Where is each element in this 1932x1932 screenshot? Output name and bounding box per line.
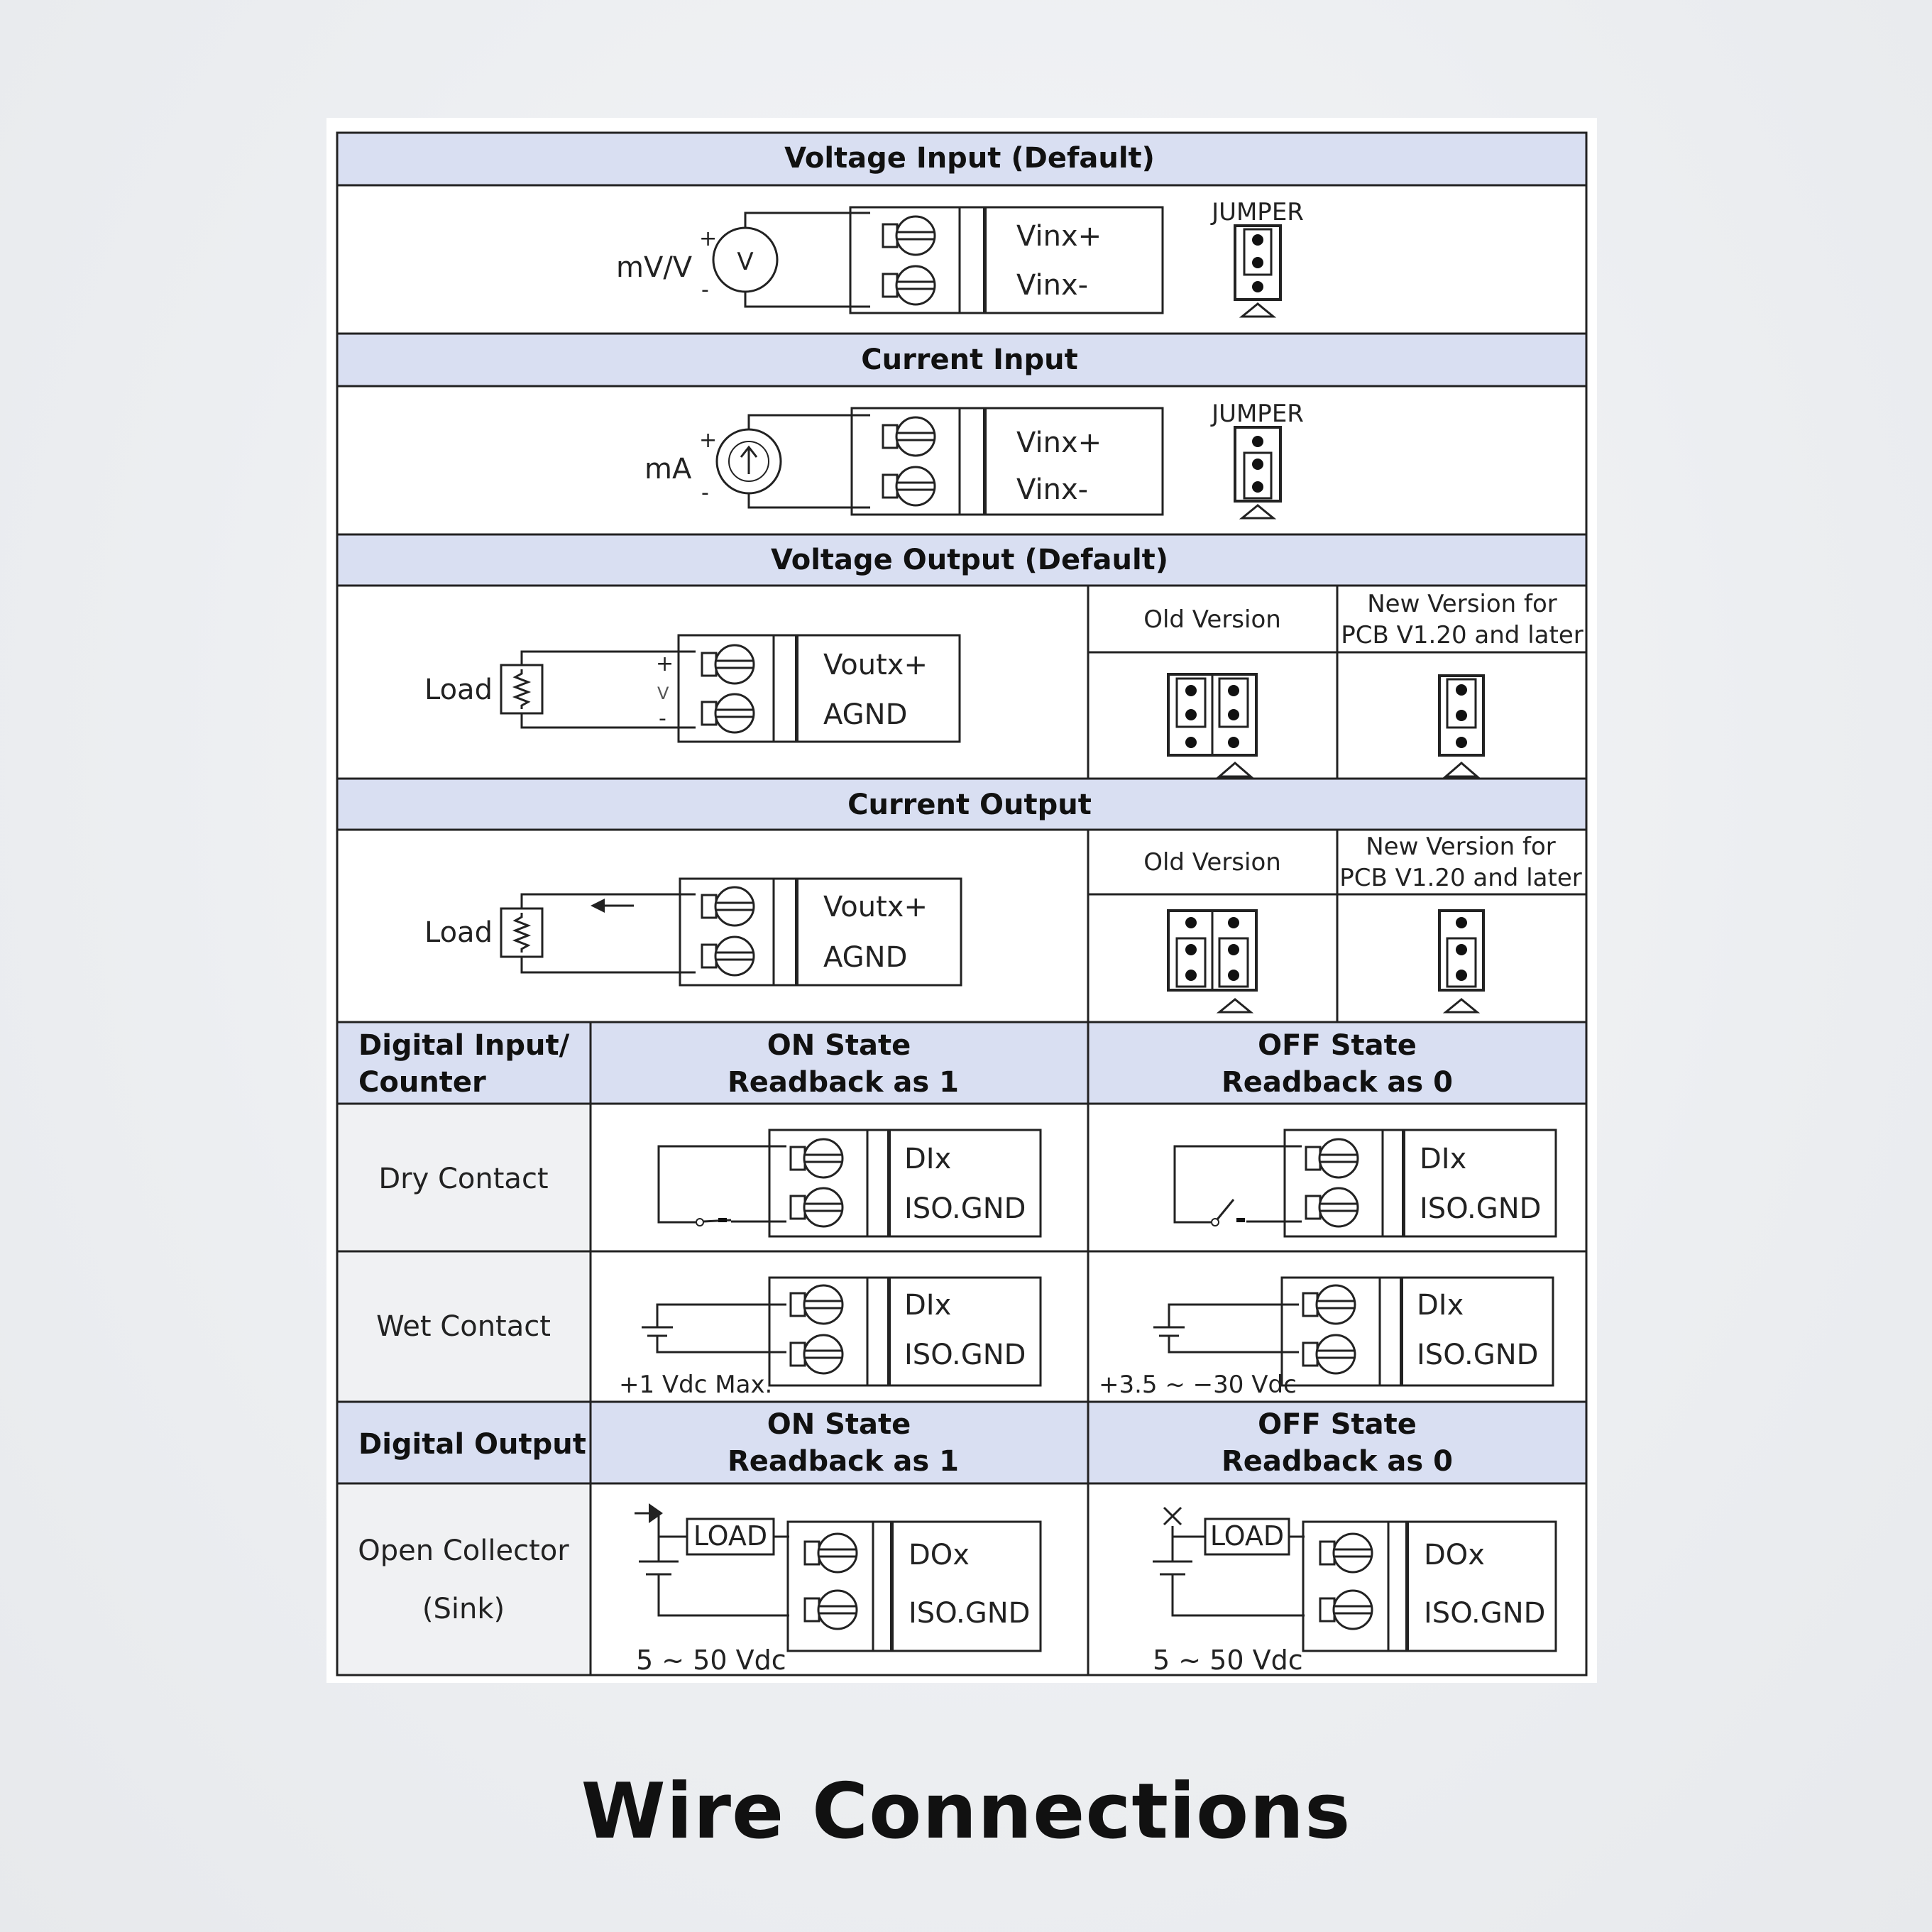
- dry-contact-label: Dry Contact: [378, 1163, 548, 1195]
- vo-new-version-line2: PCB V1.20 and later: [1341, 621, 1583, 649]
- caption-title: Wire Connections: [581, 1767, 1351, 1856]
- terminal-dix-on-wet: DIx: [904, 1289, 951, 1322]
- voltage-input-circuit: mV/V + - V Vinx+ Vinx- JUMPER: [616, 198, 1304, 318]
- do-off-supply-label: 5 ~ 50 Vdc: [1153, 1645, 1303, 1676]
- table-grid: [336, 131, 1588, 1676]
- vo-old-jumper: [1167, 673, 1258, 778]
- co-new-version-line1: New Version for: [1366, 833, 1556, 861]
- vo-old-version-label: Old Version: [1143, 605, 1281, 634]
- current-input-title: Current Input: [861, 344, 1078, 376]
- voltage-plus-sign: +: [699, 226, 717, 251]
- jumper-label: JUMPER: [1210, 198, 1304, 226]
- terminal-vinx-minus: Vinx-: [1016, 269, 1088, 302]
- current-output-title: Current Output: [847, 789, 1092, 821]
- wet-contact-off-circuit: DIx ISO.GND +3.5 ~ −30 Vdc: [1099, 1276, 1554, 1399]
- do-off-load-box: [1204, 1517, 1290, 1556]
- current-plus-sign: +: [699, 428, 717, 453]
- vo-mid-label: V: [657, 684, 669, 703]
- di-on-line1: ON State: [767, 1029, 911, 1062]
- do-on-load-box: [686, 1517, 775, 1556]
- terminal-isognd-do-off: ISO.GND: [1424, 1597, 1545, 1630]
- dry-contact-on-circuit: DIx ISO.GND: [657, 1129, 1042, 1238]
- do-off-circuit: LOAD DOx ISO.GND 5 ~ 50 Vdc: [1153, 1506, 1557, 1676]
- terminal-agnd: AGND: [823, 698, 907, 731]
- do-on-load-label: LOAD: [693, 1520, 767, 1552]
- co-new-jumper: [1438, 909, 1485, 1014]
- voltage-source-label: mV/V: [616, 251, 693, 284]
- wet-on-supply-label: +1 Vdc Max.: [619, 1371, 772, 1399]
- di-header-line2: Counter: [358, 1066, 486, 1099]
- wet-contact-label: Wet Contact: [376, 1310, 551, 1343]
- terminal-isognd-off-wet: ISO.GND: [1417, 1339, 1538, 1371]
- current-output-circuit: Load Voutx+ AGND: [424, 877, 962, 987]
- vo-load-label: Load: [424, 674, 493, 706]
- terminal-dix-off-wet: DIx: [1417, 1289, 1464, 1322]
- row-label-cells: [337, 1104, 591, 1675]
- do-on-circuit: LOAD DOx ISO.GND 5 ~ 50 Vdc: [635, 1503, 1042, 1676]
- terminal-isognd-do-on: ISO.GND: [909, 1597, 1030, 1630]
- do-off-load-label: LOAD: [1210, 1520, 1284, 1552]
- do-off-line2: Readback as 0: [1222, 1445, 1453, 1478]
- voltage-output-circuit: Load + V - Voutx+ AGND: [424, 634, 961, 743]
- terminal-vinx-plus: Vinx+: [1016, 220, 1102, 253]
- terminal-dix-off-dry: DIx: [1420, 1143, 1466, 1175]
- di-off-line1: OFF State: [1258, 1029, 1417, 1062]
- do-header: Digital Output: [358, 1428, 586, 1461]
- do-on-supply-label: 5 ~ 50 Vdc: [636, 1645, 786, 1676]
- current-source-label: mA: [644, 453, 692, 485]
- header-bands: [337, 133, 1586, 1483]
- open-collector-label-line1: Open Collector: [358, 1535, 569, 1567]
- terminal-dox-off: DOx: [1424, 1539, 1485, 1571]
- wet-off-supply-label: +3.5 ~ −30 Vdc: [1099, 1371, 1297, 1399]
- open-collector-label-line2: (Sink): [422, 1593, 505, 1625]
- di-header-line1: Digital Input/: [358, 1029, 570, 1062]
- co-old-version-label: Old Version: [1143, 848, 1281, 877]
- current-minus-sign: -: [701, 481, 709, 505]
- do-on-line1: ON State: [767, 1408, 911, 1441]
- voltmeter-letter: V: [737, 248, 753, 276]
- terminal-dix-on-dry: DIx: [904, 1143, 951, 1175]
- terminal-dox-on: DOx: [909, 1539, 970, 1571]
- wet-contact-on-circuit: DIx ISO.GND +1 Vdc Max.: [619, 1276, 1042, 1399]
- terminal-isognd-off-dry: ISO.GND: [1420, 1192, 1541, 1225]
- di-on-line2: Readback as 1: [728, 1066, 959, 1099]
- co-load-label: Load: [424, 916, 493, 949]
- jumper-label-ci: JUMPER: [1210, 400, 1304, 428]
- do-off-line1: OFF State: [1258, 1408, 1417, 1441]
- voltage-output-title: Voltage Output (Default): [771, 544, 1168, 576]
- voltage-minus-sign: -: [701, 278, 709, 302]
- terminal-isognd-on-dry: ISO.GND: [904, 1192, 1026, 1225]
- terminal-agnd-co: AGND: [823, 941, 907, 974]
- vo-minus-sign: -: [659, 706, 666, 731]
- dry-contact-off-circuit: DIx ISO.GND: [1173, 1129, 1557, 1238]
- terminal-vinx-minus-ci: Vinx-: [1016, 473, 1088, 506]
- di-off-line2: Readback as 0: [1222, 1066, 1453, 1099]
- terminal-vinx-plus-ci: Vinx+: [1016, 427, 1102, 459]
- vo-plus-sign: +: [656, 652, 674, 676]
- terminal-isognd-on-wet: ISO.GND: [904, 1339, 1026, 1371]
- co-new-version-line2: PCB V1.20 and later: [1339, 864, 1581, 892]
- co-old-jumper: [1167, 909, 1258, 1014]
- terminal-voutx-plus-co: Voutx+: [823, 891, 928, 923]
- current-input-circuit: mA + - Vinx+ Vinx- JUMPER: [644, 400, 1304, 520]
- voltage-input-title: Voltage Input (Default): [784, 142, 1155, 175]
- vo-new-jumper: [1438, 674, 1485, 778]
- do-on-line2: Readback as 1: [728, 1445, 959, 1478]
- vo-new-version-line1: New Version for: [1367, 590, 1557, 618]
- terminal-voutx-plus: Voutx+: [823, 649, 928, 681]
